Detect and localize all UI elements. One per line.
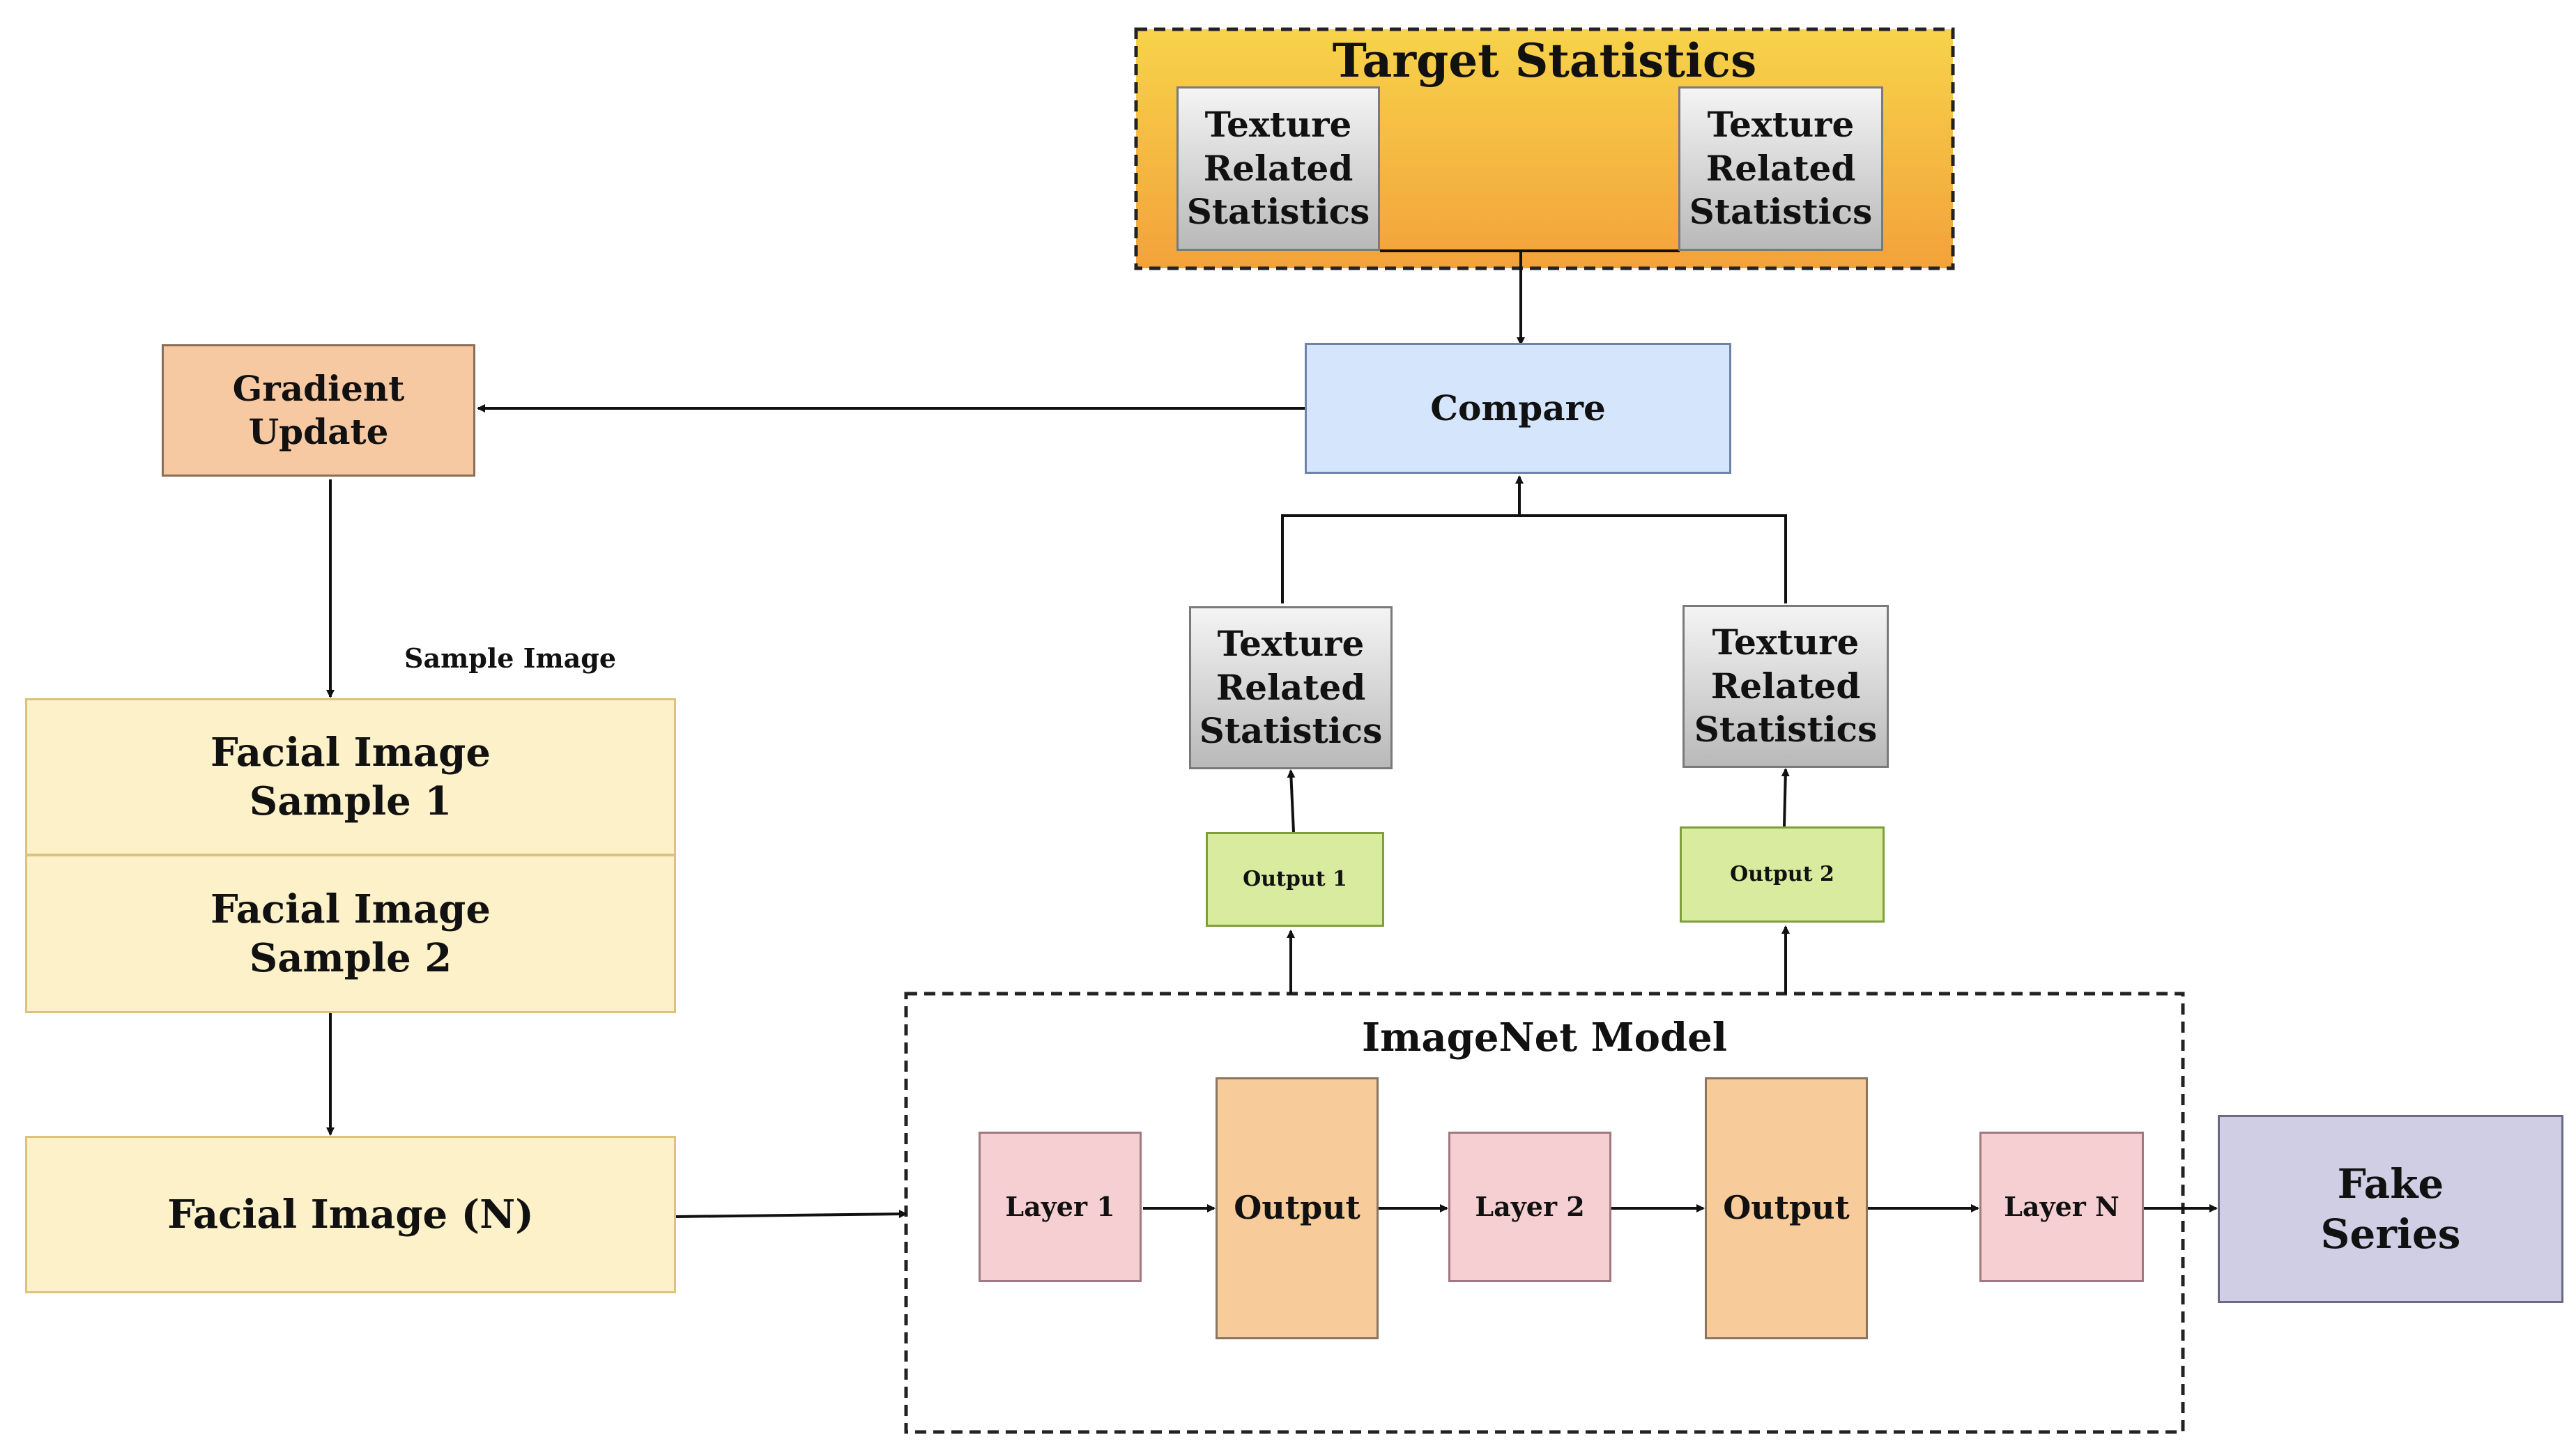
layer-1-box: Layer 1 [979, 1132, 1142, 1282]
sample-image-label: Sample Image [404, 642, 617, 674]
target-stats-left: Texture Related Statistics [1176, 86, 1380, 251]
gradient-update-box: Gradient Update [162, 344, 475, 477]
imagenet-output-2-box: Output [1705, 1077, 1868, 1339]
output-2-box: Output 2 [1680, 826, 1885, 923]
facial-image-sample-1: Facial Image Sample 1 [25, 698, 676, 856]
arrow-output1-to-stats [1287, 769, 1296, 833]
branch-stats-1: Texture Related Statistics [1189, 606, 1393, 769]
target-stats-right: Texture Related Statistics [1678, 86, 1883, 251]
arrow-facial-n-to-imagenet [675, 1210, 907, 1219]
layer-n-box: Layer N [1979, 1132, 2144, 1282]
branch-stats-2: Texture Related Statistics [1682, 605, 1889, 768]
output-1-box: Output 1 [1206, 832, 1384, 927]
arrow-output2-to-stats [1781, 768, 1790, 827]
compare-box: Compare [1305, 343, 1731, 474]
layer-2-box: Layer 2 [1448, 1132, 1611, 1282]
fake-series-box: Fake Series [2218, 1115, 2563, 1303]
target-statistics-title: Target Statistics [1332, 33, 1757, 88]
facial-image-sample-2: Facial Image Sample 2 [25, 854, 676, 1013]
imagenet-output-1-box: Output [1216, 1077, 1379, 1339]
branch-join-connector [1281, 514, 1787, 603]
facial-image-n: Facial Image (N) [25, 1136, 676, 1293]
imagenet-model-title: ImageNet Model [1361, 1015, 1728, 1061]
